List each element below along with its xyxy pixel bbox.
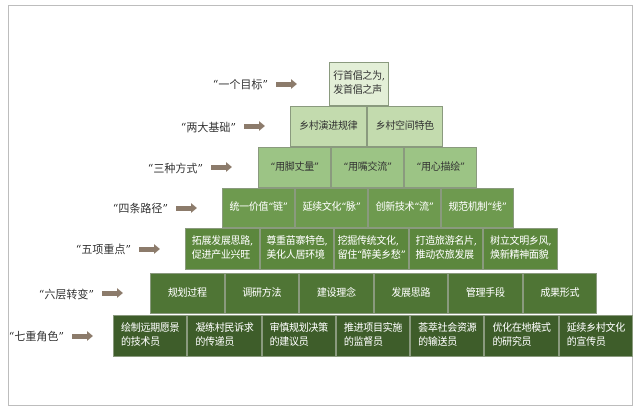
frame-border <box>8 5 633 406</box>
pyramid-level-3: “用脚丈量”“用嘴交流”“用心描绘” <box>258 147 477 188</box>
level-cell: 拓展发展思路, 促进产业兴旺 <box>185 228 260 270</box>
level-label: “四条路径” <box>112 200 197 216</box>
level-cell: “用脚丈量” <box>258 147 331 188</box>
level-cell: 绘制远期愿景 的技术员 <box>113 315 188 357</box>
level-cell: “用嘴交流” <box>331 147 404 188</box>
arrow-right-icon <box>139 243 160 254</box>
arrow-right-icon <box>176 202 197 213</box>
pyramid-level-6: 规划过程调研方法建设理念发展思路管理手段成果形式 <box>150 273 597 314</box>
level-label-text: “两大基础” <box>180 120 236 134</box>
level-cell: 建设理念 <box>299 273 374 314</box>
level-cell: 调研方法 <box>224 273 299 314</box>
level-cell: 荟萃社会资源 的输送员 <box>410 315 485 357</box>
level-cell: 行首倡之为, 发首倡之声 <box>329 62 389 106</box>
level-cell: 乡村演进规律 <box>290 106 367 147</box>
level-label: “两大基础” <box>180 119 265 135</box>
level-cell: “用心描绘” <box>404 147 477 188</box>
level-label-text: “三种方式” <box>147 161 203 175</box>
level-label-text: “六层转变” <box>38 287 94 301</box>
level-cell: 延续乡村文化 的宣传员 <box>558 315 633 357</box>
level-cell: 审慎规划决策 的建议员 <box>261 315 336 357</box>
level-cell: 尊重苗寨特色, 美化人居环境 <box>259 228 335 270</box>
level-cell: 挖掘传统文化, 留住“醉美乡愁” <box>334 228 409 270</box>
level-label-text: “七重角色” <box>8 330 64 343</box>
pyramid-level-5: 拓展发展思路, 促进产业兴旺尊重苗寨特色, 美化人居环境挖掘传统文化, 留住“醉… <box>185 228 558 270</box>
arrow-right-icon <box>211 162 232 172</box>
level-cell: 推进项目实施 的监督员 <box>335 315 411 357</box>
level-cell: 管理手段 <box>448 273 523 314</box>
level-cell: 统一价值“链” <box>222 188 295 228</box>
level-cell: 树立文明乡风, 焕新精神面貌 <box>483 228 558 270</box>
level-label-text: “四条路径” <box>112 202 168 215</box>
pyramid-level-4: 统一价值“链”延续文化“脉”创新技术“流”规范机制“线” <box>222 188 514 228</box>
level-label: “一个目标” <box>212 76 297 92</box>
level-cell: 延续文化“脉” <box>295 188 368 228</box>
level-cell: 成果形式 <box>522 273 597 314</box>
level-label-text: “一个目标” <box>212 78 268 91</box>
level-cell: 规范机制“线” <box>441 188 514 228</box>
level-label: “七重角色” <box>8 328 93 344</box>
level-cell: 创新技术“流” <box>368 188 441 228</box>
pyramid-level-7: 绘制远期愿景 的技术员凝练村民诉求 的传递员审慎规划决策 的建议员推进项目实施 … <box>113 315 633 357</box>
level-cell: 凝练村民诉求 的传递员 <box>187 315 262 357</box>
level-label: “三种方式” <box>147 160 232 176</box>
level-label: “五项重点” <box>75 241 160 257</box>
level-cell: 发展思路 <box>373 273 448 314</box>
level-label-text: “五项重点” <box>75 243 131 256</box>
level-label: “六层转变” <box>38 286 123 302</box>
level-cell: 乡村空间特色 <box>366 106 443 147</box>
arrow-right-icon <box>72 330 93 341</box>
level-cell: 优化在地模式 的研究员 <box>484 315 559 357</box>
pyramid-level-2: 乡村演进规律乡村空间特色 <box>290 106 443 147</box>
pyramid-level-1: 行首倡之为, 发首倡之声 <box>329 62 389 106</box>
arrow-right-icon <box>244 121 265 131</box>
arrow-right-icon <box>276 78 297 89</box>
level-cell: 规划过程 <box>150 273 225 314</box>
arrow-right-icon <box>102 288 123 298</box>
level-cell: 打造旅游名片, 推动农旅发展 <box>408 228 484 270</box>
